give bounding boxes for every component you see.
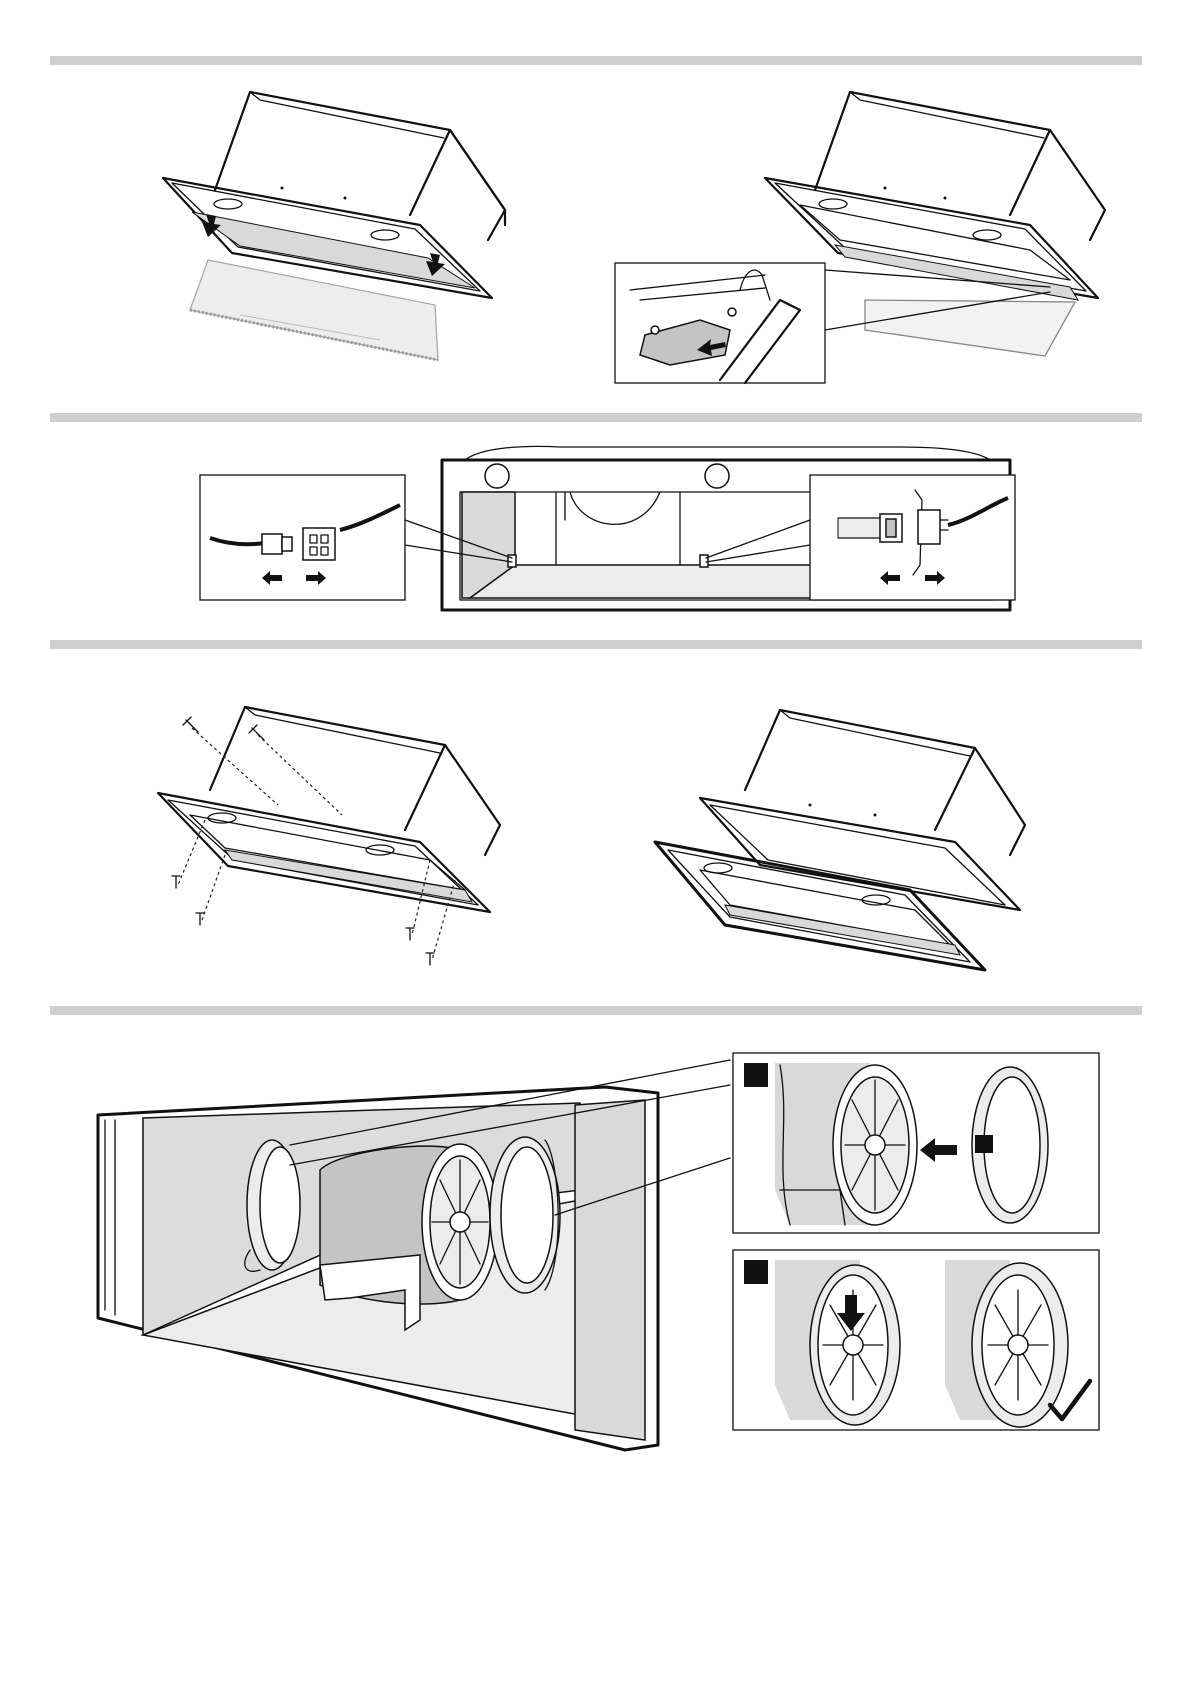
step4-fan-ring-assembly xyxy=(98,1053,1099,1450)
step-marker-b xyxy=(744,1260,768,1284)
step-marker-a xyxy=(744,1063,768,1087)
step3-hood-screws xyxy=(158,707,500,965)
step1-hood-filter-removal xyxy=(163,92,505,360)
screw-icon xyxy=(249,725,264,740)
step1-hood-latch xyxy=(615,92,1105,383)
step3-frame-removed xyxy=(655,710,1025,970)
screw-icon xyxy=(406,928,414,940)
screw-icon xyxy=(183,717,198,732)
screw-icon xyxy=(426,953,434,965)
step2-electrical-connectors xyxy=(200,446,1015,610)
